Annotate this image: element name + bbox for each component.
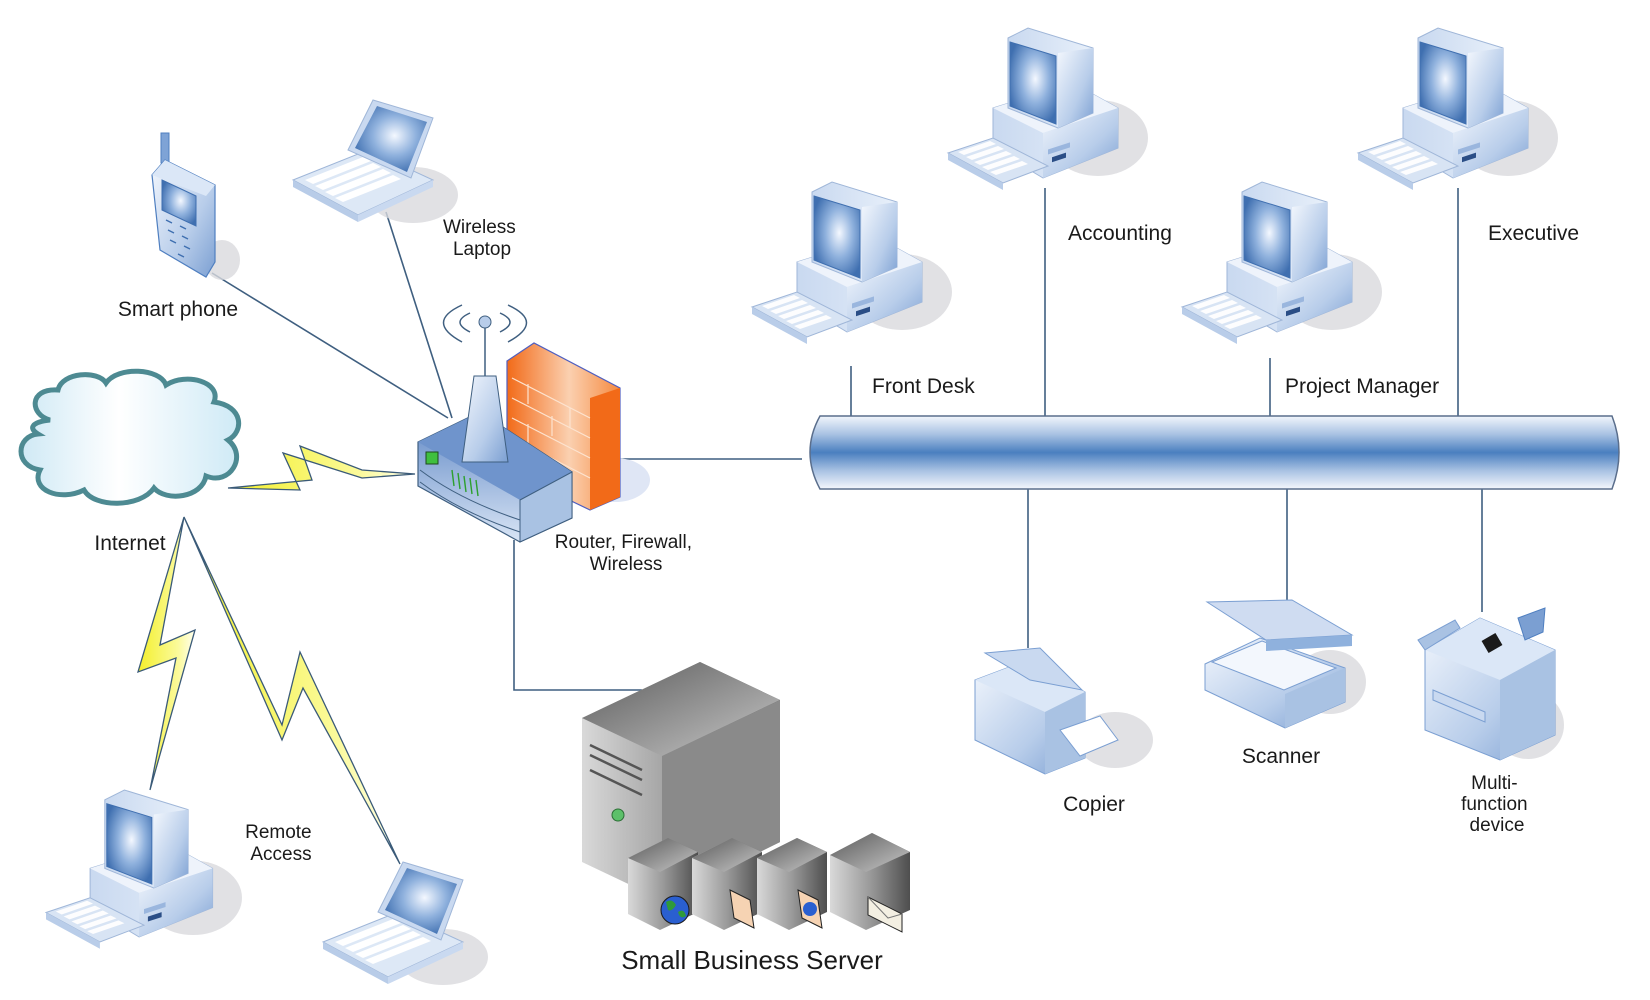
mfd-node[interactable]: Multi- function device xyxy=(1417,607,1564,836)
svg-text:Remote Access: Remote Access xyxy=(245,822,317,865)
edge-laptop-router xyxy=(385,211,453,419)
router-node[interactable]: Router, Firewall, Wireless xyxy=(417,304,698,575)
desktop-computer-icon xyxy=(751,181,953,345)
copier-node[interactable]: Copier xyxy=(974,647,1153,816)
front-desk-node[interactable]: Front Desk xyxy=(751,181,975,398)
svg-text:Multi- function de: Multi- function device xyxy=(1461,773,1533,836)
cloud-icon xyxy=(18,368,242,506)
wireless-waves-icon xyxy=(442,304,528,343)
front-desk-label: Front Desk xyxy=(872,375,975,398)
scanner-label: Scanner xyxy=(1242,745,1320,768)
internet-node[interactable]: Internet xyxy=(18,368,242,555)
router-label-line2: Wireless xyxy=(590,554,663,575)
smartphone-icon xyxy=(151,132,240,280)
connections xyxy=(211,188,1483,691)
router-label-line1: Router, Firewall, xyxy=(555,532,692,553)
mfd-label-line3: device xyxy=(1470,815,1525,836)
laptop-icon xyxy=(322,861,489,986)
wireless-laptop-label-line2: Laptop xyxy=(453,239,511,260)
web-globe-icon xyxy=(660,895,690,925)
mfd-label-line1: Multi- xyxy=(1471,773,1517,794)
desktop-computer-icon xyxy=(947,27,1149,191)
accounting-node[interactable]: Accounting xyxy=(947,27,1172,245)
smartphone-node[interactable]: Smart phone xyxy=(118,132,240,321)
lightning-internet-router xyxy=(227,444,416,491)
lan-bus xyxy=(809,415,1620,490)
svg-text:Wireless Laptop: Wireless Laptop xyxy=(443,217,521,260)
svg-text:Router, Firewall, Wirele: Router, Firewall, Wireless xyxy=(555,532,698,575)
edge-smartphone-router xyxy=(211,272,449,419)
desktop-computer-icon xyxy=(1357,27,1559,191)
server-label: Small Business Server xyxy=(621,945,883,975)
web-document-icon xyxy=(797,889,823,929)
executive-label: Executive xyxy=(1488,222,1579,245)
server-node[interactable]: Small Business Server xyxy=(582,662,910,975)
remote-desktop-node[interactable] xyxy=(45,789,243,950)
project-manager-node[interactable]: Project Manager xyxy=(1181,181,1439,398)
edge-router-server xyxy=(513,540,642,691)
scanner-node[interactable]: Scanner xyxy=(1204,599,1366,768)
server-rack-4 xyxy=(830,833,910,930)
mfd-label-line2: function xyxy=(1461,794,1528,815)
multifunction-device-icon xyxy=(1417,607,1564,761)
lightning-internet-remote-laptop xyxy=(183,516,401,865)
wireless-laptop-label-line1: Wireless xyxy=(443,217,516,238)
wan-links xyxy=(137,444,416,865)
remote-laptop-node[interactable] xyxy=(322,861,489,986)
lightning-internet-remote-desktop xyxy=(137,516,196,791)
accounting-label: Accounting xyxy=(1068,222,1172,245)
remote-access-label-line2: Access xyxy=(250,844,311,865)
file-folder-icon xyxy=(729,889,755,929)
smartphone-label: Smart phone xyxy=(118,298,238,321)
project-manager-label: Project Manager xyxy=(1285,375,1439,398)
laptop-icon xyxy=(292,99,459,224)
wireless-laptop-node[interactable]: Wireless Laptop xyxy=(292,99,521,260)
executive-node[interactable]: Executive xyxy=(1357,27,1579,245)
router-firewall-icon xyxy=(417,304,650,543)
scanner-icon xyxy=(1204,599,1366,729)
desktop-computer-icon xyxy=(45,789,243,950)
mail-envelope-icon xyxy=(867,896,903,933)
desktop-computer-icon xyxy=(1181,181,1383,345)
remote-access-label-line1: Remote xyxy=(245,822,312,843)
server-icon xyxy=(582,662,910,933)
copier-label: Copier xyxy=(1063,793,1125,816)
copier-icon xyxy=(974,647,1153,775)
internet-label: Internet xyxy=(94,532,165,555)
